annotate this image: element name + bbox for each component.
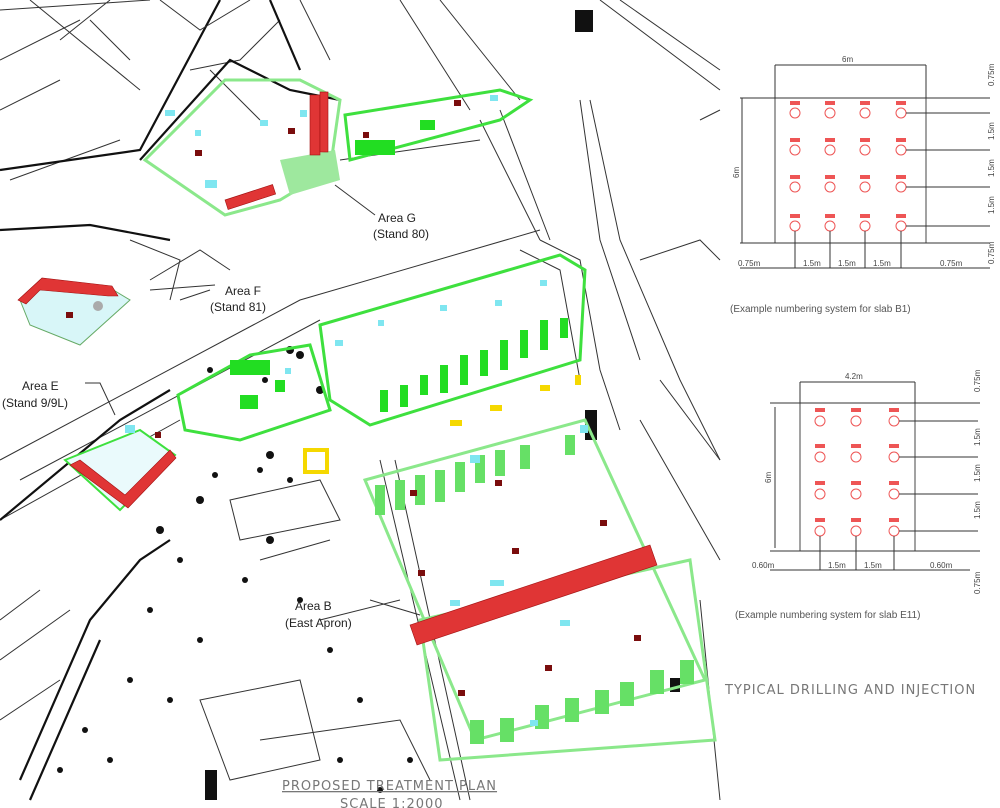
area-b-label: Area B xyxy=(295,599,332,613)
plan-scale: SCALE 1:2000 xyxy=(340,797,444,808)
slab-e11-caption: (Example numbering system for slab E11) xyxy=(735,610,920,621)
area-f xyxy=(17,277,131,346)
area-f-label: Area F xyxy=(225,284,261,298)
slab-b1-right-edge: 0.75m xyxy=(940,259,963,268)
leader-lines xyxy=(85,184,421,616)
slab-b1-spacing-y: 1.5m xyxy=(987,196,996,214)
building-block xyxy=(575,10,593,32)
slab-e11-holes xyxy=(814,408,900,537)
slab-b1-height: 6m xyxy=(732,167,741,178)
slab-b1-spacing-x: 1.5m xyxy=(838,259,856,268)
slab-b1-top-margin: 0.75m xyxy=(987,63,996,86)
slab-e11-spacing-y: 1.5m xyxy=(973,501,982,519)
area-g-stand: (Stand 80) xyxy=(373,227,429,241)
area-labels: Area G (Stand 80) Area F (Stand 81) Area… xyxy=(2,211,429,630)
area-g xyxy=(142,78,534,217)
black-markers xyxy=(57,346,680,800)
plan-title: PROPOSED TREATMENT PLAN xyxy=(282,779,497,794)
slab-b1-left-edge: 0.75m xyxy=(738,259,761,268)
grout-hole-row xyxy=(409,544,658,646)
slab-e11-spacing-y: 1.5m xyxy=(973,428,982,446)
slab-b1-caption: (Example numbering system for slab B1) xyxy=(730,304,911,315)
slab-e11-spacing-x: 1.5m xyxy=(864,561,882,570)
slab-e11-width: 4.2m xyxy=(845,372,863,381)
area-b-stand: (East Apron) xyxy=(285,616,352,630)
area-e-label: Area E xyxy=(22,379,59,393)
slab-e11-left-edge: 0.60m xyxy=(752,561,775,570)
slab-e11-spacing-x: 1.5m xyxy=(828,561,846,570)
slab-b1-spacing-x: 1.5m xyxy=(803,259,821,268)
area-c-d xyxy=(176,253,587,474)
slab-b1-holes xyxy=(789,101,907,232)
slab-b1-spacing-y: 1.5m xyxy=(987,122,996,140)
slab-b1-spacing-x: 1.5m xyxy=(873,259,891,268)
area-f-stand: (Stand 81) xyxy=(210,300,266,314)
area-g-label: Area G xyxy=(378,211,416,225)
slab-e11-bottom-margin: 0.75m xyxy=(973,571,982,594)
slab-e11-spacing-y: 1.5m xyxy=(973,464,982,482)
slab-b1-detail: 6m 6m 0.75m 1.5m 1.5m 1.5m 0.75m 0.75m 1… xyxy=(730,55,996,315)
area-e-stand: (Stand 9/9L) xyxy=(2,396,68,410)
area-e xyxy=(63,425,177,512)
slab-e11-height: 6m xyxy=(764,472,773,483)
slab-b1-bottom-margin: 0.75m xyxy=(987,241,996,264)
slab-e11-detail: 4.2m 6m 0.60m 1.5m 1.5m 0.60m 0.75m 1.5m… xyxy=(735,369,982,621)
slab-e11-top-margin: 0.75m xyxy=(973,369,982,392)
slab-b1-spacing-y: 1.5m xyxy=(987,159,996,177)
details-heading: TYPICAL DRILLING AND INJECTION xyxy=(724,683,976,698)
slab-b1-width: 6m xyxy=(842,55,853,64)
slab-e11-right-edge: 0.60m xyxy=(930,561,953,570)
area-b xyxy=(362,418,717,762)
